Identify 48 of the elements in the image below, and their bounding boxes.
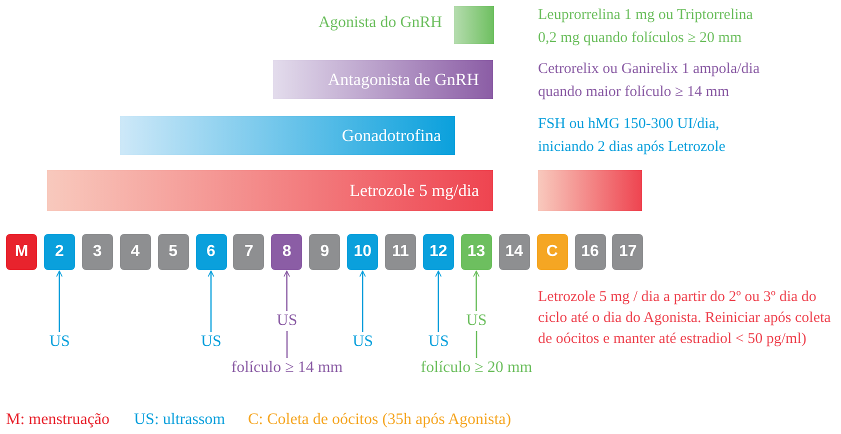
arrow	[56, 270, 63, 332]
annotation-text: US	[352, 333, 374, 351]
day-badge: 12	[422, 234, 454, 270]
annotation-text: folículo ≥ 20 mm	[420, 359, 532, 377]
arrow	[284, 270, 290, 311]
legend-text: M: menstruação	[6, 411, 110, 429]
legend-text: C: Coleta de oócitos (35h após Agonista)	[248, 411, 512, 429]
annotation-text: US	[428, 333, 449, 351]
day-badge: 5	[158, 234, 189, 270]
annotation-text: US	[201, 333, 222, 351]
bar-label: Agonista do GnRH	[318, 14, 442, 32]
day-badge: 11	[385, 234, 416, 270]
description-text: Cetrorelix ou Ganirelix 1 ampola/dia quando maior folículo ≥ 14 mm	[538, 60, 761, 102]
day-badge: 3	[82, 234, 113, 270]
connector-line	[286, 331, 288, 358]
arrow	[208, 270, 214, 332]
arrow	[359, 270, 366, 332]
annotation-text: US	[49, 333, 70, 351]
gradient-bar	[538, 170, 642, 211]
gradient-bar	[47, 170, 493, 211]
description-text: FSH ou hMG 150-300 UI/dia, iniciando 2 dias após Letrozole	[538, 115, 726, 157]
day-badge: 14	[498, 234, 530, 270]
day-badge: 8	[271, 234, 302, 270]
day-badge: 4	[120, 234, 151, 270]
day-badge: C	[536, 234, 568, 270]
day-badge: 10	[347, 234, 378, 270]
day-badge: 17	[612, 234, 644, 270]
arrow	[473, 270, 480, 311]
day-badge: M	[6, 234, 37, 270]
connector-line	[476, 331, 478, 358]
bar-label: Gonadotrofina	[342, 126, 441, 146]
day-badge: 13	[460, 234, 492, 270]
description-text: Leuprorrelina 1 mg ou Triptorrelina 0,2 mg quando folículos ≥ 20 mm	[538, 6, 754, 48]
day-badge: 2	[44, 234, 75, 270]
day-badge: 9	[309, 234, 340, 270]
bar-label: Antagonista de GnRH	[328, 70, 479, 90]
day-badge: 16	[574, 234, 606, 270]
annotation-text: US	[276, 312, 298, 330]
arrow	[435, 270, 442, 332]
gradient-bar	[273, 60, 493, 99]
day-badge: 7	[233, 234, 264, 270]
legend-text: US: ultrassom	[134, 411, 226, 429]
annotation-text: US	[466, 312, 487, 330]
annotation-text: folículo ≥ 14 mm	[231, 359, 343, 377]
gradient-bar	[120, 116, 455, 155]
note-text: Letrozole 5 mg / dia a partir do 2º ou 3º dia do ciclo até o dia do Agonista. Reiniciar após coleta de oócitos e manter até estradiol < 50 pg/ml)	[538, 288, 832, 349]
bar-label: Letrozole 5 mg/dia	[350, 180, 479, 200]
day-badge: 6	[196, 234, 226, 270]
